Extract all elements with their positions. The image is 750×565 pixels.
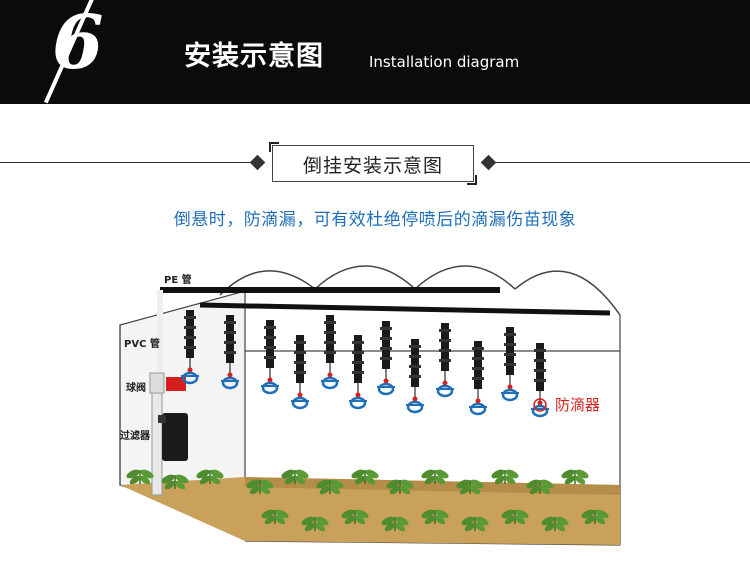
banner-subtitle: Installation diagram (369, 53, 519, 71)
label-ball-valve: 球阀 (126, 381, 146, 394)
section-description: 倒悬时，防滴漏，可有效杜绝停喷后的滴漏伤苗现象 (0, 205, 750, 230)
section-title: 倒挂安装示意图 (272, 151, 474, 178)
label-filter: 过滤器 (120, 429, 151, 442)
label-anti-drip: 防滴器 (555, 396, 600, 414)
installation-diagram: PE 管 PVC 管 球阀 过滤器 防滴器 (100, 255, 640, 555)
banner-title: 安装示意图 (184, 34, 324, 73)
label-pe-pipe: PE 管 (164, 273, 192, 286)
divider-dot-left (250, 155, 266, 171)
divider-right (488, 162, 750, 163)
divider-left (0, 162, 258, 163)
divider-dot-right (481, 155, 497, 171)
header-banner: 6 安装示意图 Installation diagram (0, 0, 750, 104)
label-pvc-pipe: PVC 管 (124, 337, 160, 350)
